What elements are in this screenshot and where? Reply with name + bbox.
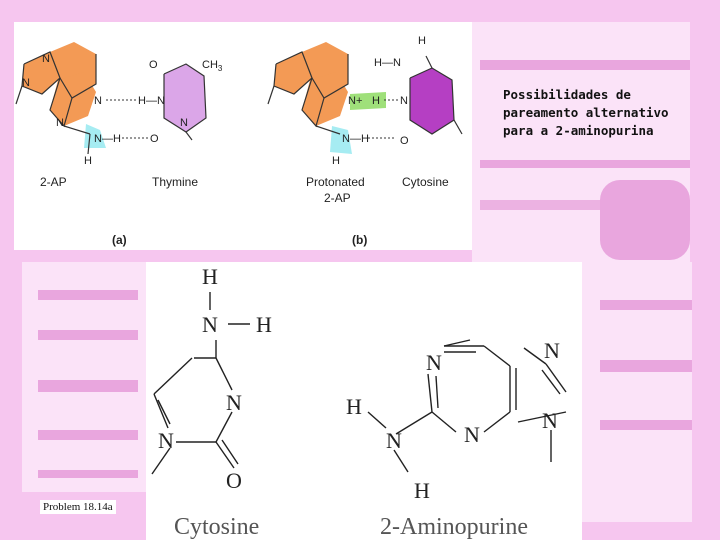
- cytosine-name: Cytosine: [174, 514, 259, 540]
- figure-a-amino: N—H: [94, 133, 121, 145]
- label-cytosine-b: Cytosine: [402, 175, 449, 189]
- problem-label: Problem 18.14a: [40, 500, 116, 514]
- label-protonated: Protonated: [306, 175, 365, 189]
- ap-n-amino: N: [386, 428, 402, 453]
- label-protonated-2ap: 2-AP: [324, 191, 351, 205]
- panel-label-a: (a): [112, 233, 127, 247]
- cytosine-o: O: [400, 135, 409, 147]
- cytosine-o-label: O: [226, 468, 242, 493]
- figure-b-amino: N—H: [342, 133, 369, 145]
- caption-line-3: para a 2-aminopurina: [503, 123, 654, 138]
- cytosine-top-h: H: [418, 35, 426, 47]
- figure-b-h: H: [372, 95, 380, 107]
- ap-h-bottom: H: [414, 478, 430, 503]
- aminopurine-name: 2-Aminopurine: [380, 514, 528, 540]
- cytosine-structure: [151, 340, 239, 475]
- top-figure-panel: N N N N N—H H O CH3 H—N O N 2-AP Thymine…: [14, 22, 472, 250]
- figure-b-amino-h: H: [332, 155, 340, 167]
- cytosine-hn: H—N: [374, 57, 401, 69]
- ap-n9-label: N: [542, 408, 558, 433]
- thymine-nh: H—N: [138, 95, 165, 107]
- cytosine-h-top: H: [202, 264, 218, 289]
- ap-h-left: H: [346, 394, 362, 419]
- thymine-o-bottom: O: [150, 133, 159, 145]
- caption-line-2: pareamento alternativo: [503, 105, 669, 120]
- figure-a-2ap: [15, 42, 106, 155]
- label-2ap: 2-AP: [40, 175, 67, 189]
- panel-label-b: (b): [352, 233, 367, 247]
- thymine-o-top: O: [149, 59, 158, 71]
- base-pairing-figure: N N N N N—H H O CH3 H—N O N 2-AP Thymine…: [15, 35, 463, 247]
- figure-a-n9: N: [22, 77, 30, 89]
- thymine-ch3: CH3: [202, 59, 223, 73]
- thymine-n1: N: [180, 117, 188, 129]
- bottom-figure-panel: H N H N N O Cytosine: [146, 262, 582, 540]
- cytosine-h-right: H: [256, 312, 272, 337]
- ap-n7-label: N: [544, 338, 560, 363]
- cytosine-n3-label: N: [226, 390, 242, 415]
- figure-b-cytosine: [409, 55, 463, 135]
- figure-b-nplus: N+: [348, 95, 362, 107]
- ap-n3-label: N: [464, 422, 480, 447]
- figure-a-thymine: [163, 63, 207, 141]
- cytosine-n1-label: N: [158, 428, 174, 453]
- slide-caption: Possibilidades de pareamento alternativo…: [503, 86, 693, 140]
- cytosine-n-amino: N: [202, 312, 218, 337]
- figure-a-n3: N: [56, 117, 64, 129]
- structures-figure: H N H N N O Cytosine: [151, 264, 567, 540]
- aminopurine-structure: [367, 339, 567, 473]
- figure-a-amino-h: H: [84, 155, 92, 167]
- figure-a-n1: N: [94, 95, 102, 107]
- figure-a-n7: N: [42, 53, 50, 65]
- label-thymine: Thymine: [152, 175, 198, 189]
- cytosine-n3: N: [400, 95, 408, 107]
- figure-b-protonated-2ap: [267, 42, 386, 154]
- ap-n1-label: N: [426, 350, 442, 375]
- caption-line-1: Possibilidades de: [503, 87, 631, 102]
